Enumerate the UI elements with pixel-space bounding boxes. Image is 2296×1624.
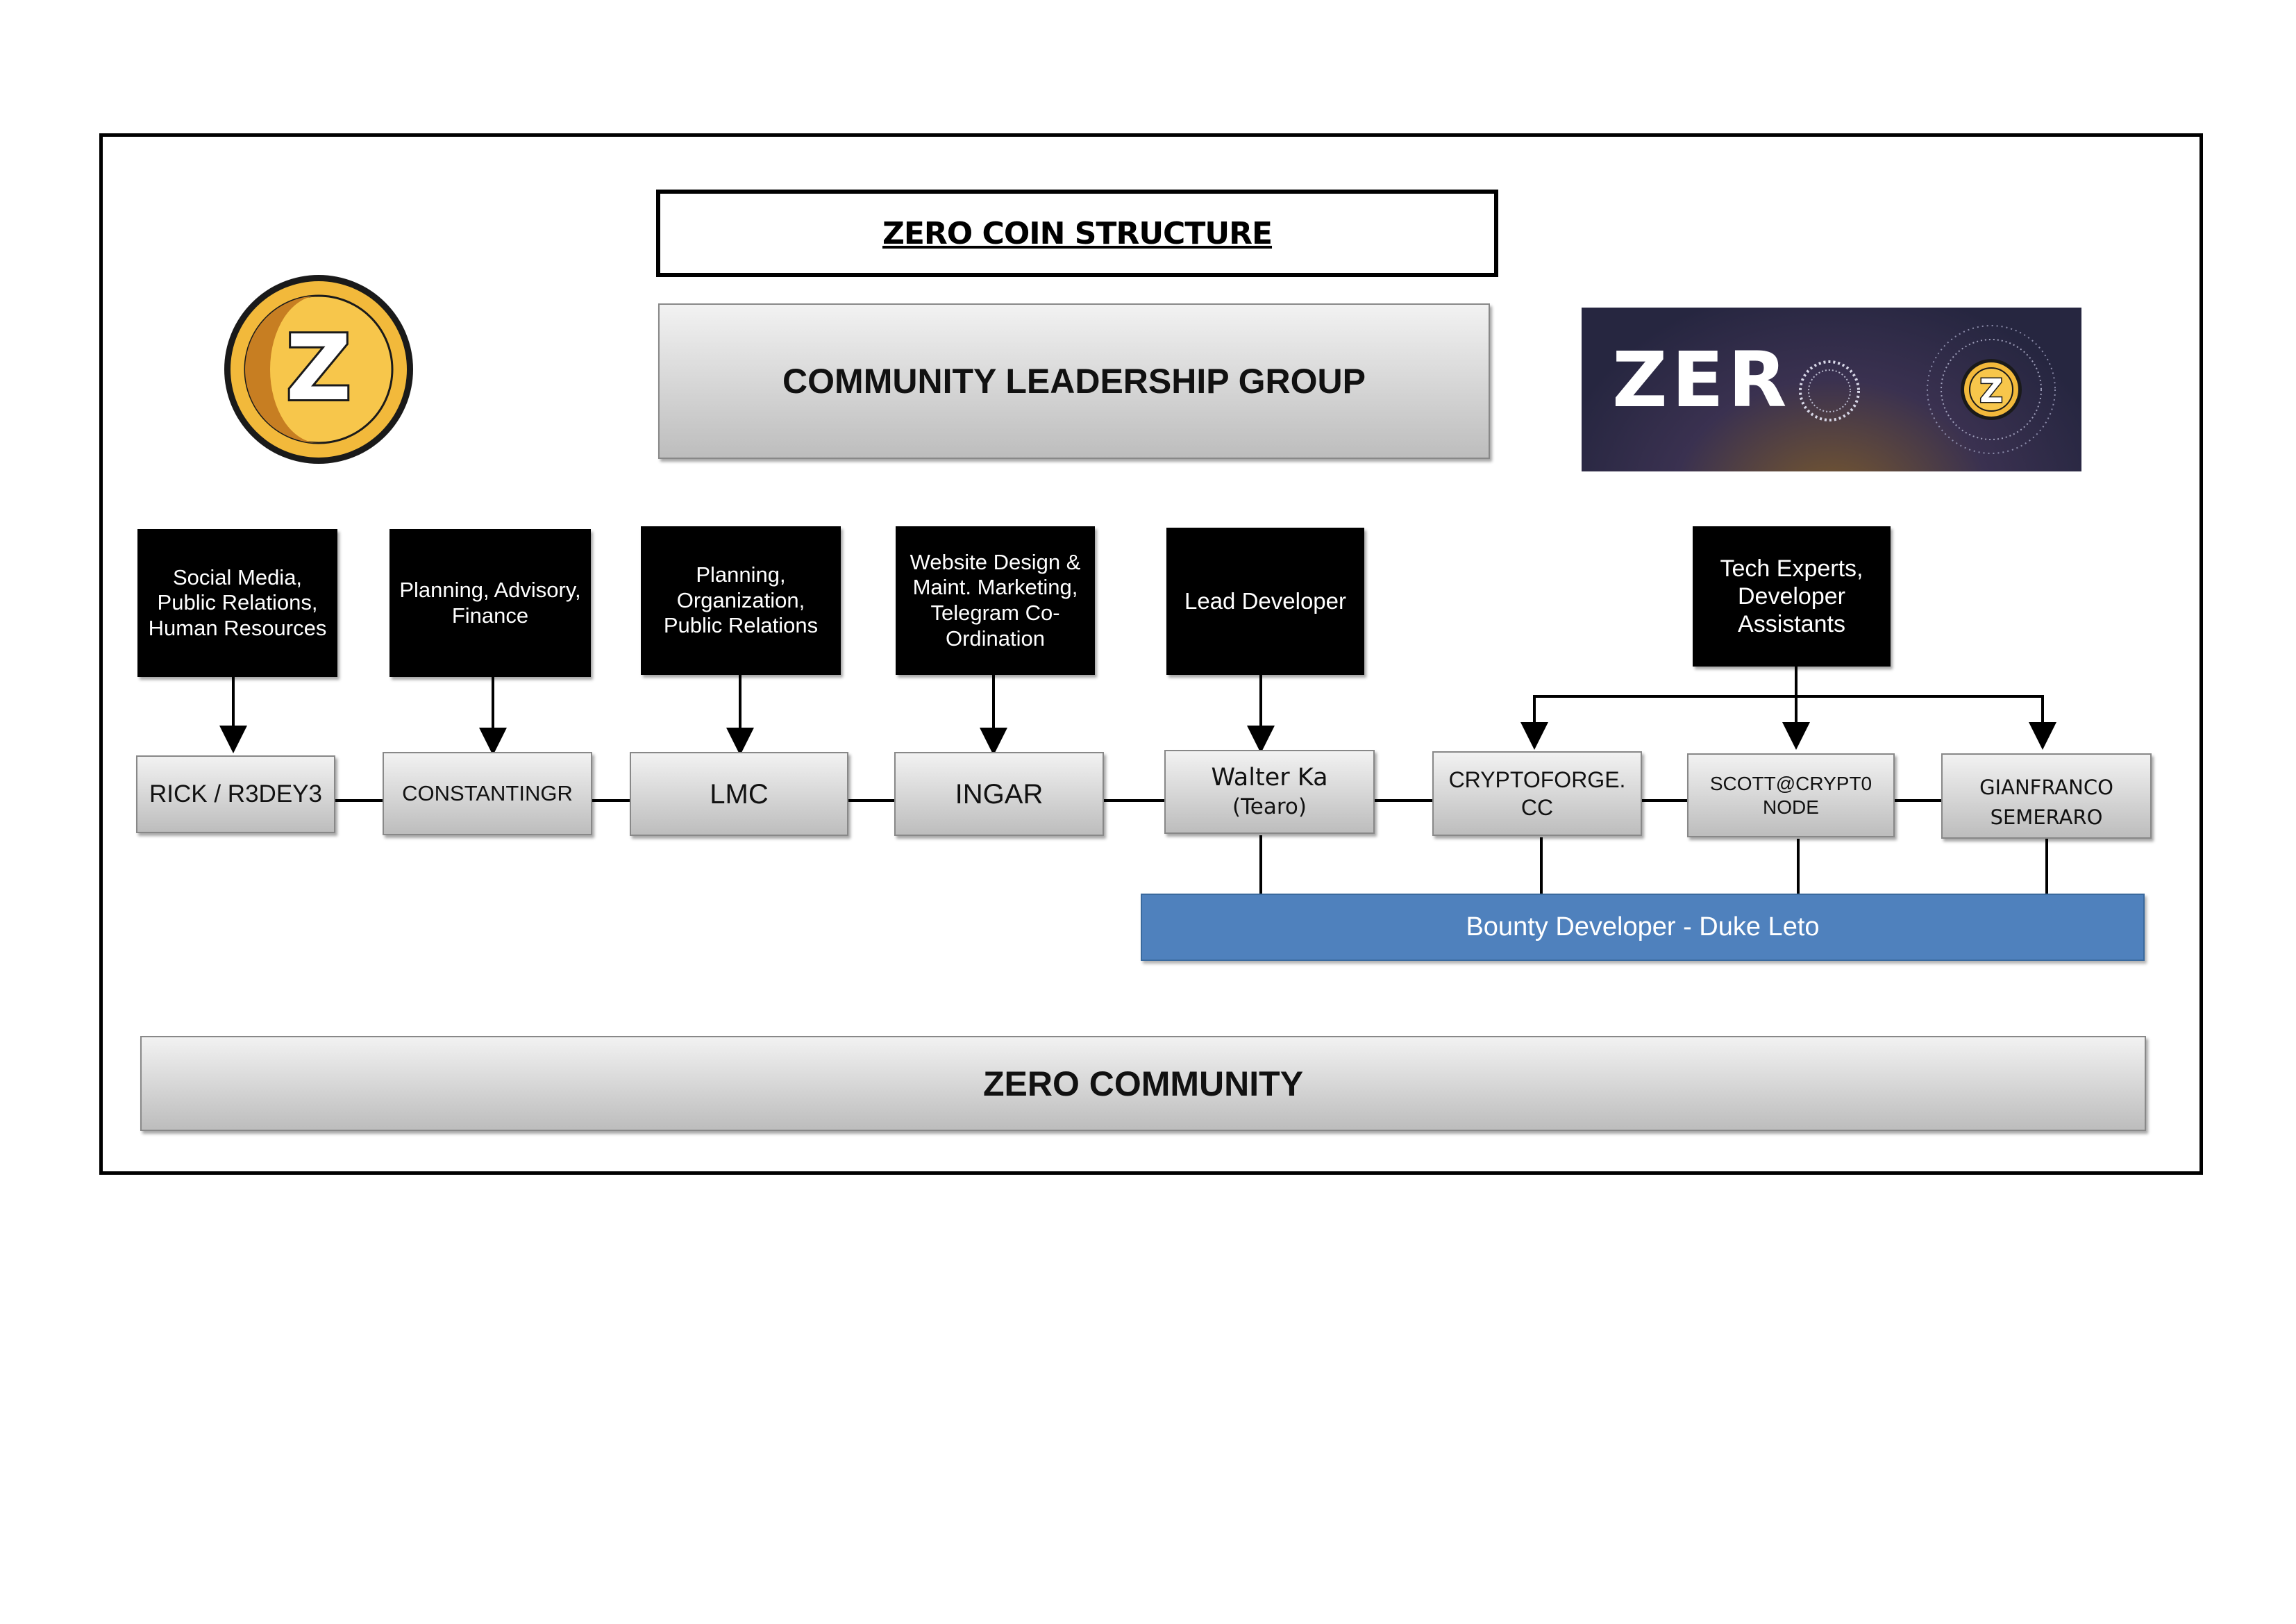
role-box-rick: Social Media, Public Relations, Human Re… [137,529,337,677]
member-name-lmc: LMC [710,778,769,810]
role-label-tech: Tech Experts, Developer Assistants [1720,555,1863,638]
page-title: ZERO COIN STRUCTURE [882,215,1273,251]
role-box-tech: Tech Experts, Developer Assistants [1693,526,1891,667]
member-box-rick: RICK / R3DEY3 [136,755,335,833]
member-box-scott: SCOTT@CRYPT0 NODE [1687,753,1895,837]
leadership-box: COMMUNITY LEADERSHIP GROUP [658,303,1490,459]
member-box-cryptoforge: CRYPTOFORGE. CC [1432,751,1642,836]
member-name-cryptoforge: CRYPTOFORGE. CC [1448,767,1626,820]
diagram-frame [99,133,2203,1175]
banner-graphics: Z [1799,325,2056,454]
member-box-lmc: LMC [630,752,848,836]
member-box-gianfranco: GIANFRANCO SEMERARO [1941,753,2152,839]
leadership-label: COMMUNITY LEADERSHIP GROUP [782,362,1366,401]
community-label: ZERO COMMUNITY [982,1064,1304,1103]
banner-text: ZER [1612,335,1791,424]
role-label-lmc: Planning, Organization, Public Relations [663,562,819,638]
member-name-constantin: CONSTANTINGR [402,780,573,805]
community-box: ZERO COMMUNITY [140,1036,2146,1131]
role-label-ingar: Website Design & Maint. Marketing, Teleg… [910,549,1081,651]
member-box-ingar: INGAR [894,752,1104,836]
banner-coin-letter: Z [1979,372,2002,410]
member-box-constantin: CONSTANTINGR [383,752,592,835]
role-box-walter: Lead Developer [1166,528,1364,675]
zero-coin-logo: Z [221,274,417,465]
member-name-scott: SCOTT@CRYPT0 NODE [1709,772,1872,818]
role-box-ingar: Website Design & Maint. Marketing, Teleg… [896,526,1095,675]
bounty-label: Bounty Developer - Duke Leto [1466,912,1820,941]
role-box-lmc: Planning, Organization, Public Relations [641,526,841,675]
zero-banner-logo: ZER Z [1582,308,2081,471]
role-label-rick: Social Media, Public Relations, Human Re… [148,564,327,640]
bounty-developer-bar: Bounty Developer - Duke Leto [1141,894,2145,961]
coin-letter: Z [286,315,351,421]
member-name-gianfranco: GIANFRANCO SEMERARO [1979,776,2113,829]
member-name-walter: Walter Ka [1211,764,1328,792]
title-box: ZERO COIN STRUCTURE [656,190,1498,277]
member-name-rick: RICK / R3DEY3 [149,780,322,808]
member-alias-walter: (Tearo) [1232,794,1307,819]
role-label-walter: Lead Developer [1184,587,1346,614]
role-label-constantin: Planning, Advisory, Finance [399,577,581,628]
role-box-constantin: Planning, Advisory, Finance [389,529,591,677]
member-name-ingar: INGAR [955,778,1044,810]
tech-branch [1533,695,2044,734]
member-box-walter: Walter Ka (Tearo) [1164,750,1375,834]
